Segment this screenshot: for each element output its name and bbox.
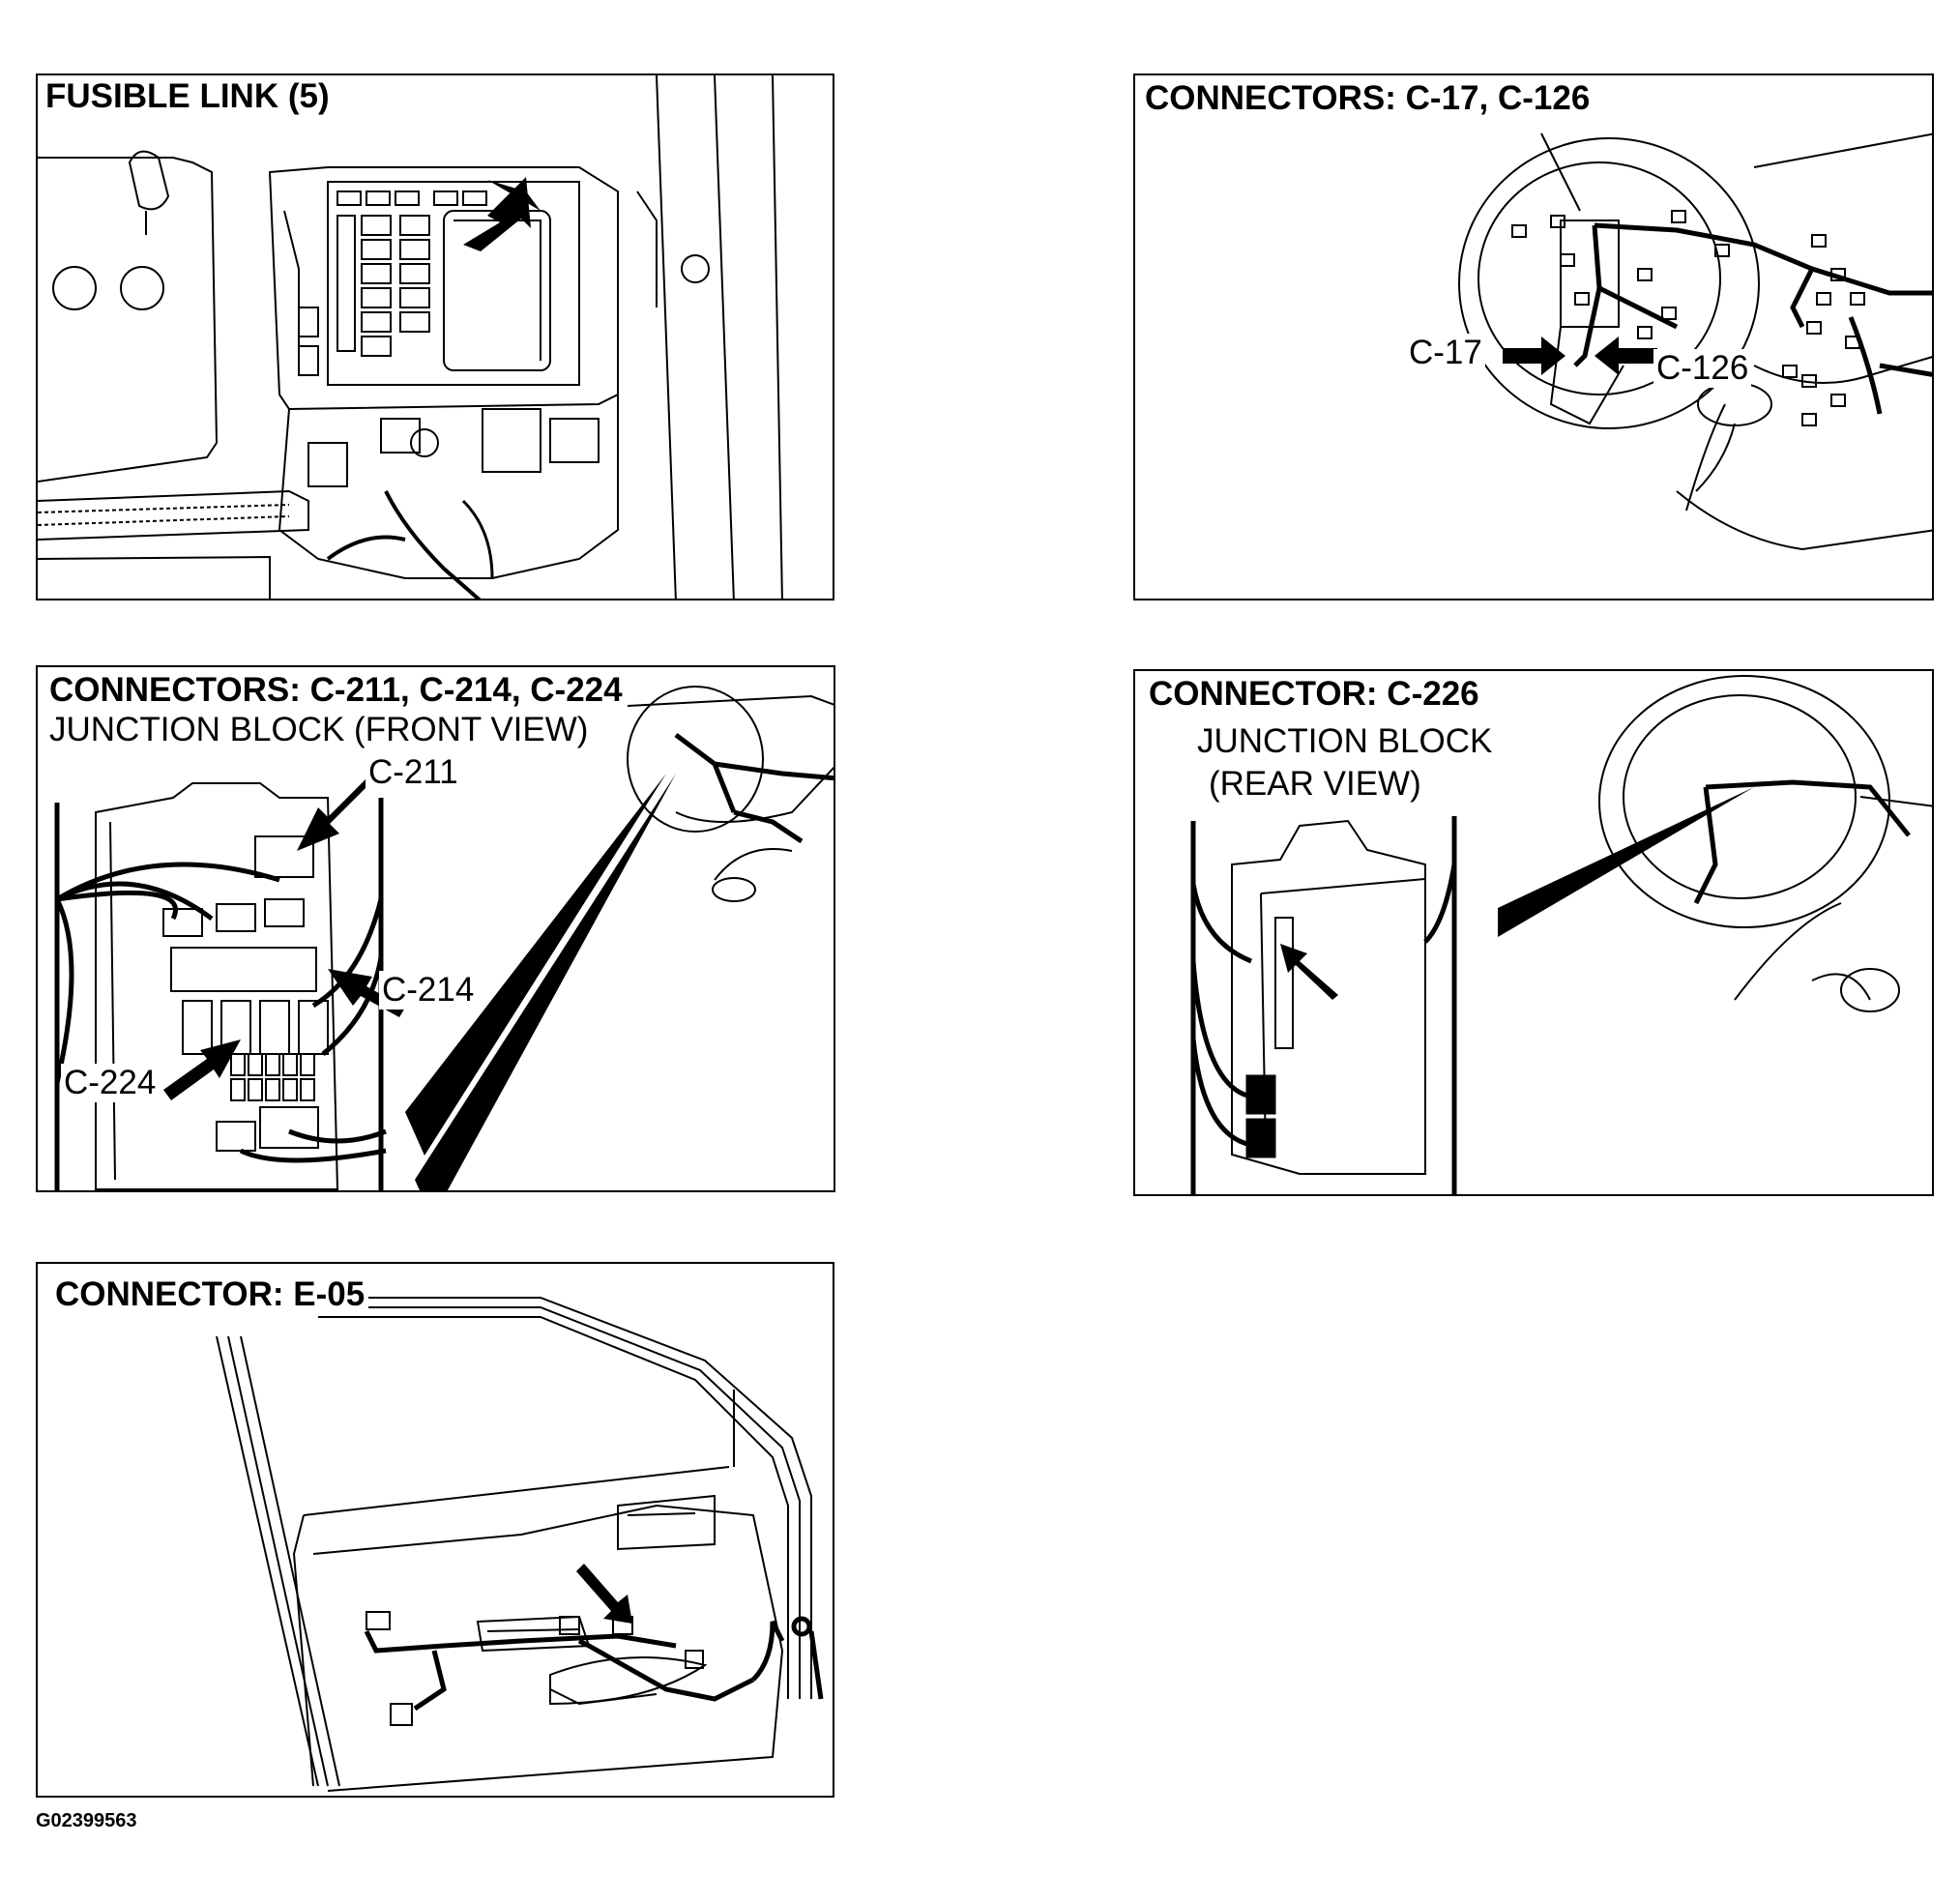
c224-arrow-icon <box>163 1039 241 1100</box>
c211-arrow-icon <box>297 778 368 851</box>
panel-title: CONNECTORS: C-17, C-126 <box>1141 79 1594 118</box>
arrow-head-icon <box>487 180 541 211</box>
c224-label: C-224 <box>61 1064 160 1102</box>
panel-title: FUSIBLE LINK (5) <box>42 77 334 116</box>
location-arrow <box>463 177 531 251</box>
c126-label: C-126 <box>1653 349 1752 388</box>
c214-label: C-214 <box>379 971 478 1010</box>
connector-c226-panel: CONNECTOR: C-226 JUNCTION BLOCK (REAR VI… <box>1133 669 1934 1196</box>
inset-pointer-wedge <box>405 774 666 1156</box>
c126-arrow-icon <box>1594 337 1657 375</box>
c226-arrow-icon <box>1280 944 1338 1000</box>
fusible-link-illustration <box>38 75 783 599</box>
c17-label: C-17 <box>1406 334 1485 372</box>
panel-subtitle: JUNCTION BLOCK (FRONT VIEW) <box>45 711 593 749</box>
panel-subtitle-line1: JUNCTION BLOCK <box>1193 722 1497 761</box>
junction-block-rear-illustration <box>1190 675 1932 1194</box>
figure-id: G02399563 <box>36 1810 137 1831</box>
e05-arrow-icon <box>576 1564 632 1624</box>
panel-subtitle-line2: (REAR VIEW) <box>1205 765 1425 804</box>
panel-title: CONNECTOR: E-05 <box>51 1275 369 1314</box>
connectors-c211-c214-c224-panel: CONNECTORS: C-211, C-214, C-224 JUNCTION… <box>36 665 835 1192</box>
panel-title: CONNECTORS: C-211, C-214, C-224 <box>45 671 627 710</box>
c211-label: C-211 <box>366 753 461 792</box>
fusible-link-panel: FUSIBLE LINK (5) <box>36 73 834 600</box>
inset-pointer <box>1498 787 1754 937</box>
junction-block-front-illustration <box>54 686 834 1190</box>
connector-e05-panel: CONNECTOR: E-05 <box>36 1262 834 1798</box>
dashboard-harness-illustration <box>1458 132 1932 551</box>
panel-title: CONNECTOR: C-226 <box>1145 675 1483 714</box>
connectors-c17-c126-panel: CONNECTORS: C-17, C-126 C-17 C-126 <box>1133 73 1934 600</box>
door-harness-illustration <box>216 1297 824 1792</box>
c17-arrow-icon <box>1503 337 1565 375</box>
inset-pointer <box>415 774 676 1190</box>
